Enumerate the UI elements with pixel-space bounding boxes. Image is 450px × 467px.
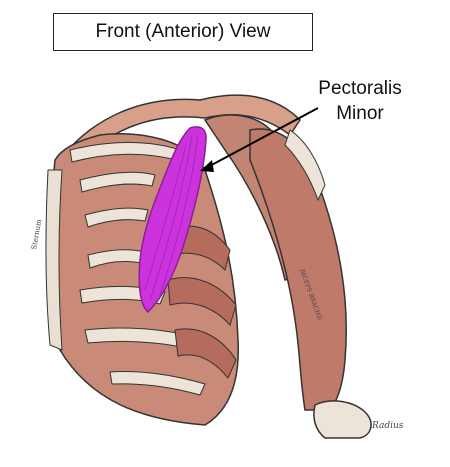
clavicle — [58, 94, 301, 166]
shoulder-tendon — [284, 129, 326, 202]
sternum-label: Sternum — [30, 218, 43, 250]
callout-line-2: Minor — [336, 103, 384, 124]
rib-7 — [109, 371, 206, 396]
callout-arrowhead — [200, 160, 214, 172]
muscle-callout-label: Pectoralis Minor — [300, 76, 420, 126]
pectoralis-minor-fibers — [144, 134, 199, 301]
radius-bone — [313, 400, 372, 439]
pectoralis-minor-highlight — [138, 126, 207, 314]
biceps-brachii — [249, 128, 347, 411]
rib-2 — [79, 171, 156, 193]
callout-line-1: Pectoralis — [318, 78, 402, 99]
radius-label: Radius — [371, 421, 404, 431]
callout-arrow-line — [205, 107, 319, 169]
rib-3 — [84, 207, 149, 228]
sternum — [45, 169, 63, 351]
view-title: Front (Anterior) View — [95, 21, 271, 42]
view-title-box: Front (Anterior) View — [53, 13, 313, 51]
